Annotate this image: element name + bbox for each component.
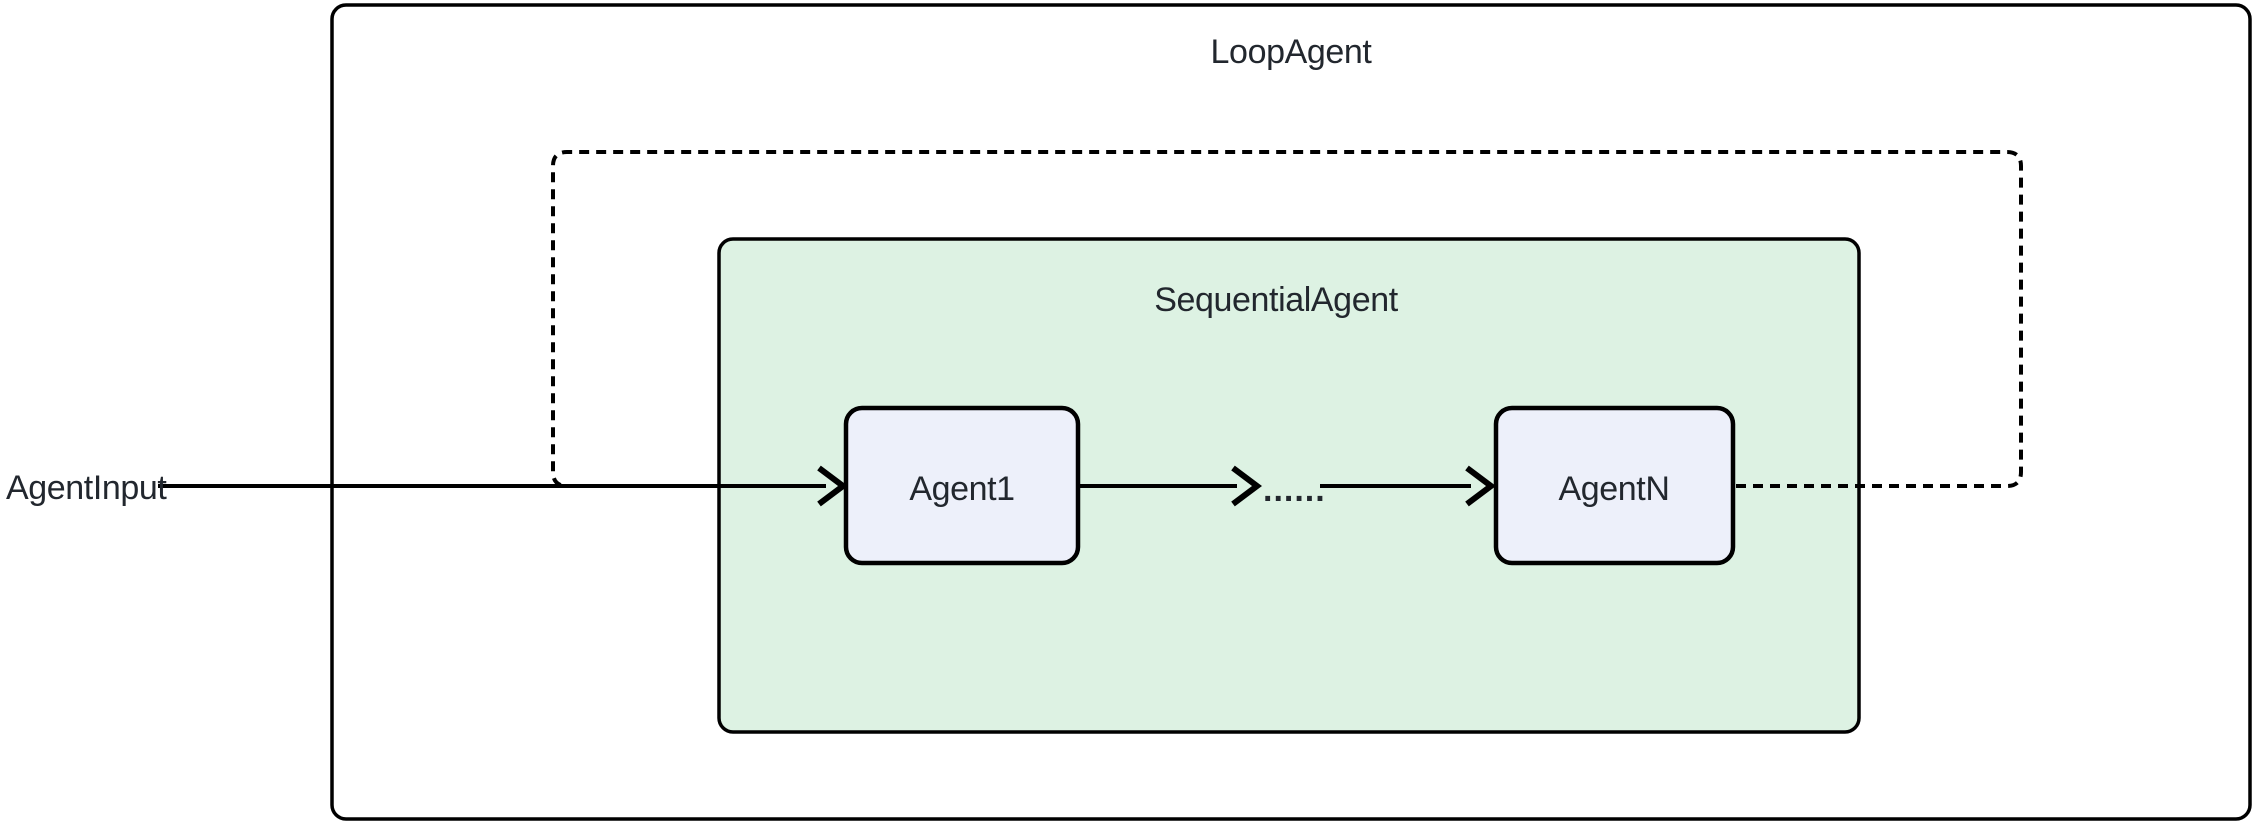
- agent1-label: Agent1: [909, 470, 1014, 508]
- arrowhead-before-ellipsis-icon: [1231, 465, 1262, 507]
- loop-agent-label: LoopAgent: [1211, 33, 1373, 71]
- agent1-node-box: [843, 405, 1081, 566]
- ellipsis-label: ......: [1263, 471, 1326, 509]
- arrowhead-into-agent1-icon: [817, 465, 848, 507]
- agentn-node-box: [1493, 405, 1736, 566]
- agent-input-label: AgentInput: [6, 469, 167, 507]
- loop-back-dashed-edge: [551, 150, 2023, 488]
- arrowhead-into-agentn-icon: [1465, 465, 1496, 507]
- sequential-agent-label: SequentialAgent: [1154, 281, 1398, 319]
- agentn-label: AgentN: [1558, 470, 1669, 508]
